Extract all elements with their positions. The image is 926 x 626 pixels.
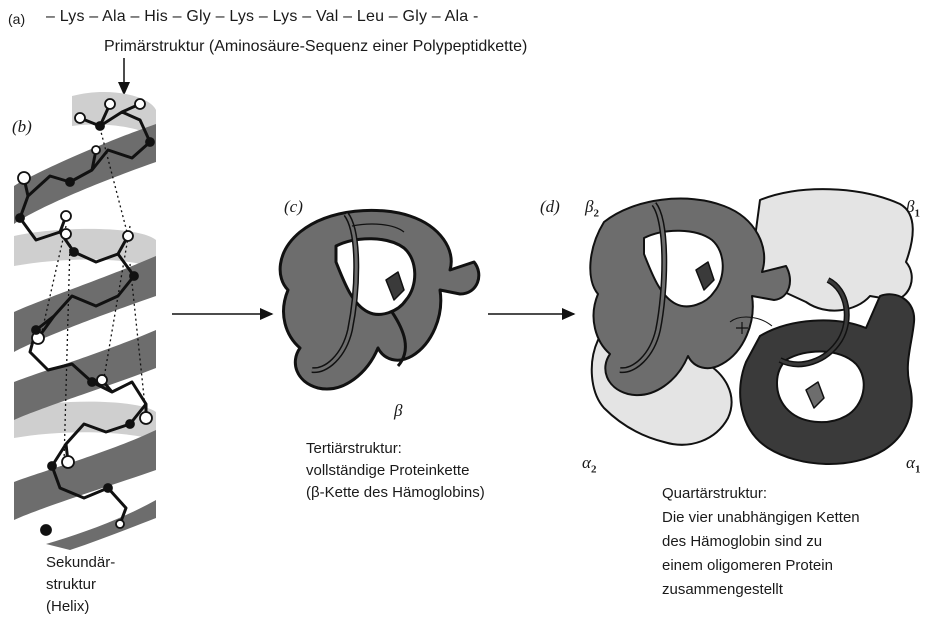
- beta-chain-tertiary: [280, 210, 479, 389]
- alpha-helix: [14, 92, 156, 550]
- hemoglobin-tetramer: [590, 189, 914, 464]
